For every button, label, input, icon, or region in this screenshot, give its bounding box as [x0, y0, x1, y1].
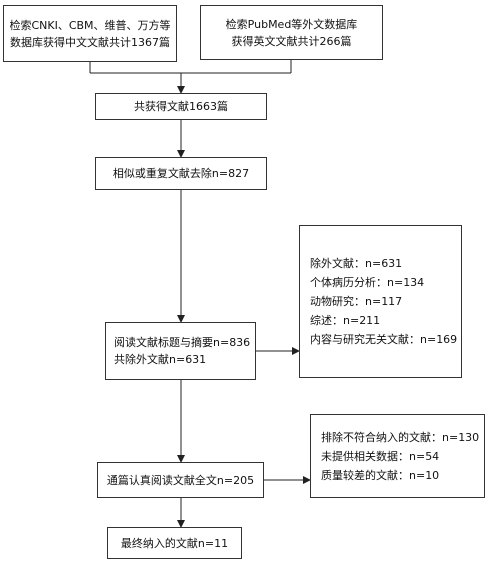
exclusion-1-item: 个体病历分析：n=134	[310, 276, 425, 289]
source-english-line-1: 检索PubMed等外文数据库	[225, 17, 358, 31]
exclusion-1-item: 综述：n=211	[310, 314, 381, 327]
source-chinese-line-1: 检索CNKI、CBM、维普、万方等	[9, 18, 171, 32]
source-chinese-line-2: 数据库获得中文文献共计1367篇	[10, 35, 170, 49]
exclusion-2-item: 未提供相关数据：n=54	[321, 449, 440, 463]
source-english-box: 检索PubMed等外文数据库 获得英文文献共计266篇	[200, 5, 383, 60]
screening-line-1: 阅读文献标题与摘要n=836	[114, 336, 251, 349]
exclusion-box-2: 排除不符合纳入的文献：n=130 未提供相关数据：n=54 质量较差的文献：n=…	[310, 414, 485, 498]
exclusion-1-item: 除外文献：n=631	[310, 257, 403, 270]
dedup-text: 相似或重复文献去除n=827	[112, 167, 250, 180]
fulltext-review-box: 通篇认真阅读文献全文n=205	[97, 462, 264, 498]
final-included-box: 最终纳入的文献n=11	[107, 527, 242, 559]
fulltext-review-text: 通篇认真阅读文献全文n=205	[106, 473, 255, 487]
dedup-box: 相似或重复文献去除n=827	[95, 157, 267, 190]
total-records-text: 共获得文献1663篇	[134, 100, 228, 113]
exclusion-2-item: 质量较差的文献：n=10	[321, 468, 440, 482]
exclusion-1-item: 内容与研究无关文献：n=169	[310, 333, 458, 346]
screening-box: 阅读文献标题与摘要n=836 共除外文献n=631	[105, 322, 256, 380]
source-chinese-box: 检索CNKI、CBM、维普、万方等 数据库获得中文文献共计1367篇	[3, 5, 177, 62]
source-english-line-2: 获得英文文献共计266篇	[231, 34, 352, 48]
exclusion-1-item: 动物研究：n=117	[310, 295, 403, 308]
total-records-box: 共获得文献1663篇	[95, 93, 267, 120]
screening-line-2: 共除外文献n=631	[114, 353, 207, 366]
exclusion-2-item: 排除不符合纳入的文献：n=130	[321, 430, 480, 444]
exclusion-box-1: 除外文献：n=631 个体病历分析：n=134 动物研究：n=117 综述：n=…	[299, 225, 462, 378]
final-included-text: 最终纳入的文献n=11	[120, 536, 229, 550]
